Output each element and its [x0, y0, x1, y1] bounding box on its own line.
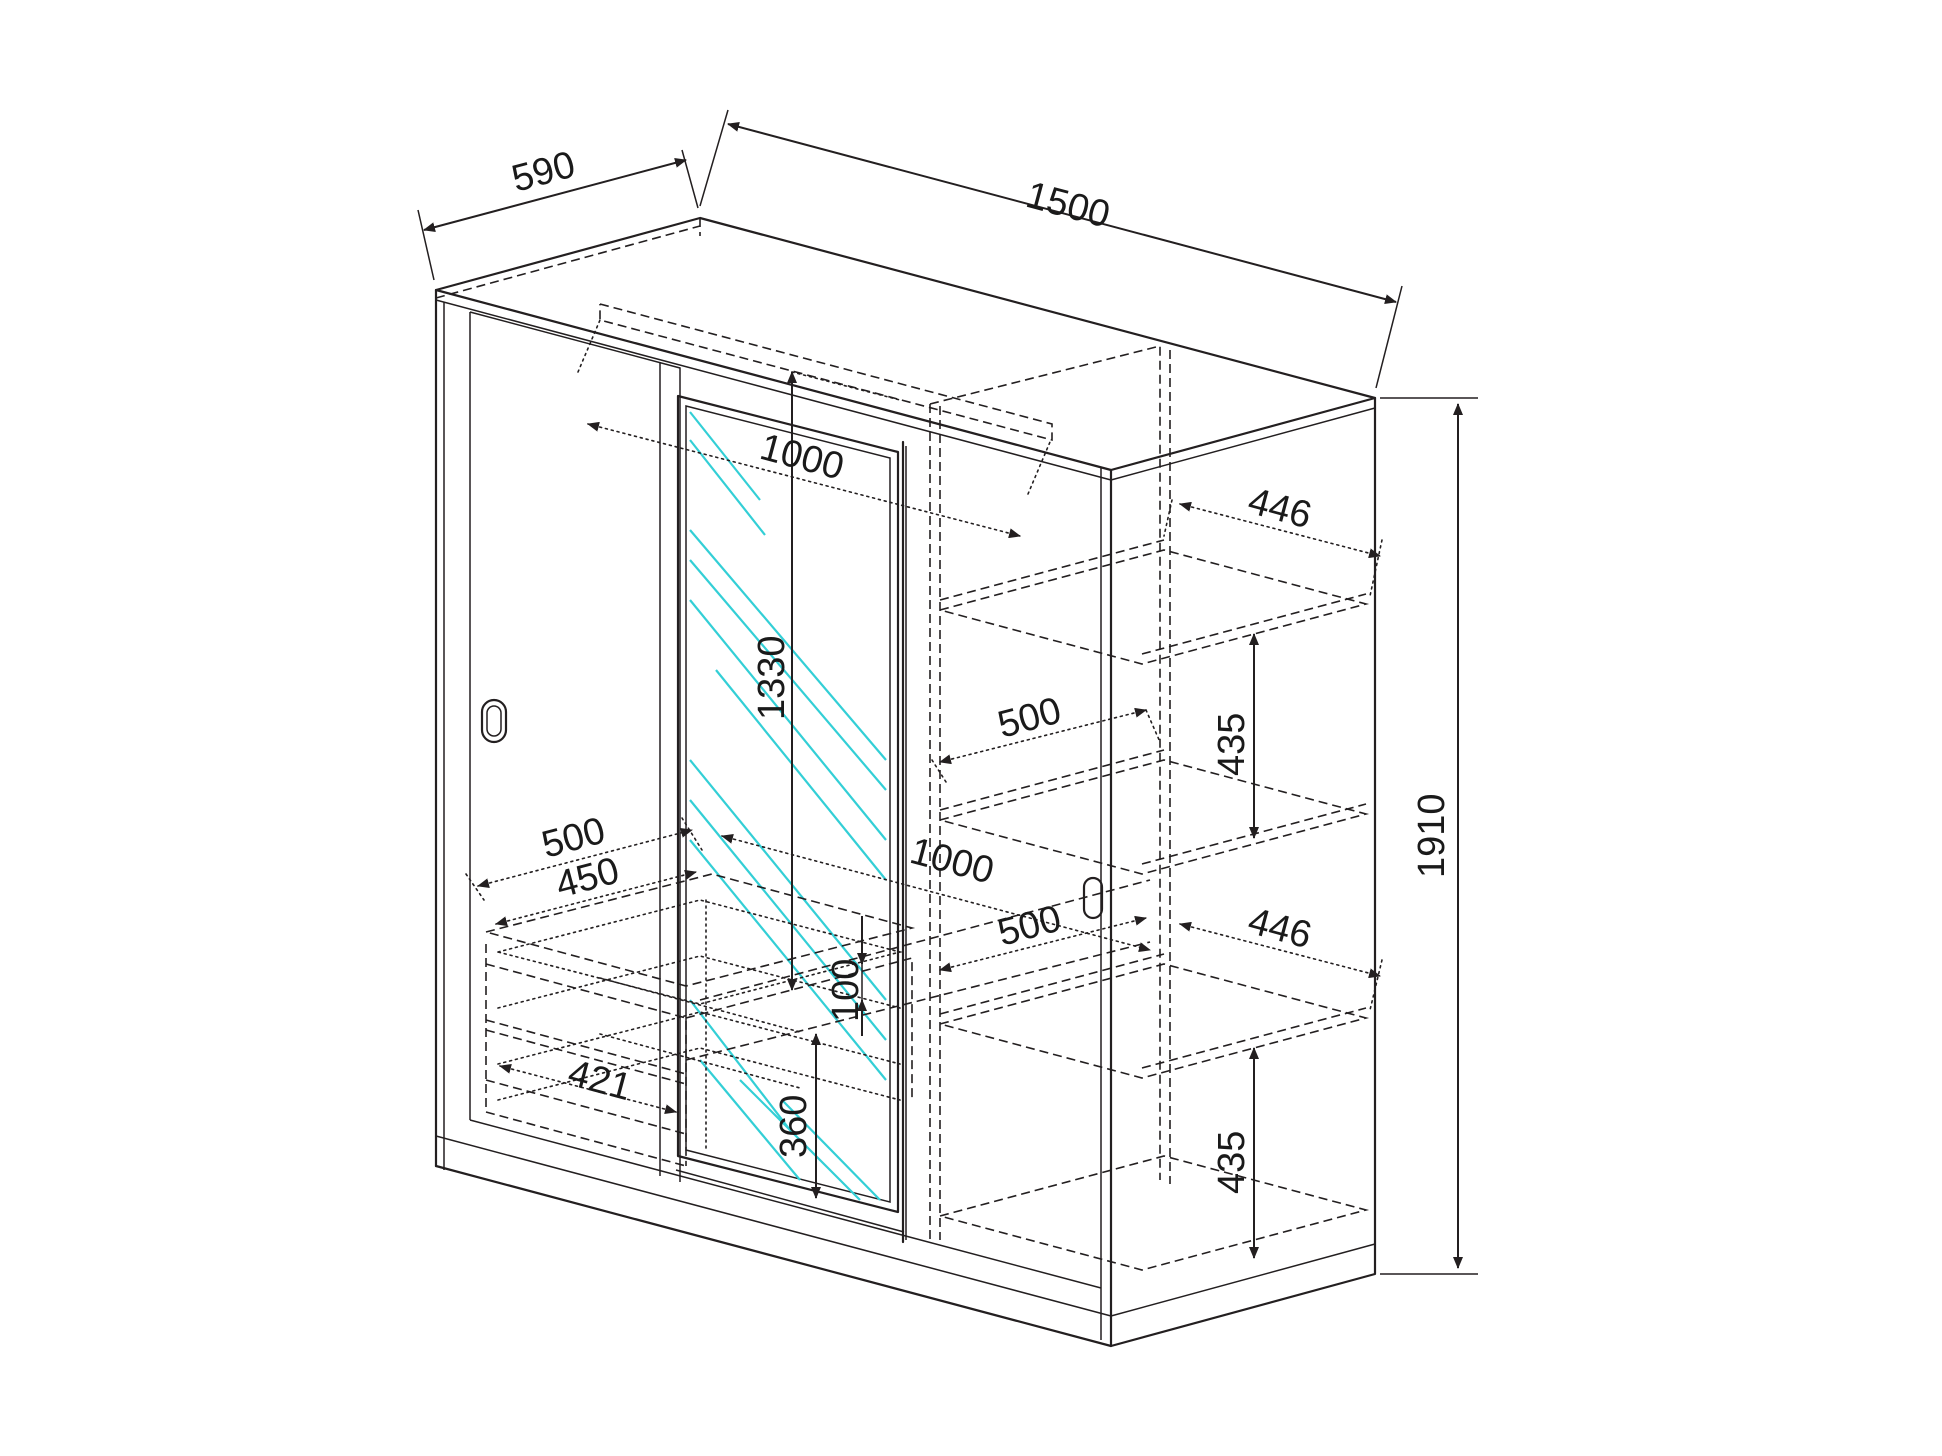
left-door-handle: [480, 698, 508, 744]
shelf-spacing-upper-label: 435: [1211, 713, 1253, 776]
shelf-depth-lower-label: 446: [1244, 900, 1316, 957]
shelf-width-right-mid-label: 500: [993, 690, 1065, 747]
height-label: 1910: [1411, 793, 1453, 878]
top-panel: [434, 216, 1377, 472]
lower-rail-width-label: 1000: [906, 830, 999, 892]
drawer-width-label: 421: [564, 1052, 636, 1109]
right-door-handle: [1082, 876, 1104, 920]
shelf-spacing-lower-label: 435: [1211, 1131, 1253, 1194]
mirror-height-label: 1330: [751, 635, 793, 720]
shelf-width-right-low-label: 500: [993, 898, 1065, 955]
width-label: 1500: [1022, 174, 1115, 236]
mirror-door: [676, 394, 900, 1214]
mirror-glass-lines: [689, 411, 887, 1201]
dimension-labels: 590 1500 1910 1000 1330 500 450 1000 421…: [507, 144, 1453, 1194]
shelf-depth-upper-label: 446: [1244, 480, 1316, 537]
drawer-stack-height-label: 360: [773, 1095, 815, 1158]
dimension-lines: [417, 109, 1478, 1275]
drawer-height-label: 100: [825, 959, 867, 1022]
